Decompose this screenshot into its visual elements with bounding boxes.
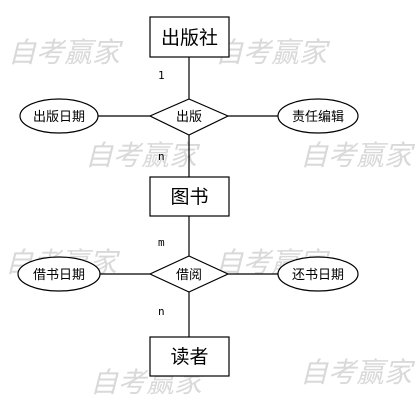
watermark: 自考赢家 <box>300 356 416 389</box>
attribute-ellipse <box>17 256 101 292</box>
attribute-borrow-date: 借书日期 <box>17 256 101 292</box>
entity-reader: 读者 <box>149 336 230 377</box>
cardinality-label: m <box>158 236 165 249</box>
watermark: 自考赢家 <box>300 139 416 172</box>
attribute-ellipse <box>19 98 99 134</box>
relationship-diamond <box>148 98 230 136</box>
attribute-return-date: 还书日期 <box>277 256 359 292</box>
relationship-diamond <box>148 255 230 293</box>
watermark: 自考赢家 <box>85 139 201 172</box>
relationship-label: 借阅 <box>176 268 202 283</box>
cardinality-label: n <box>158 150 165 163</box>
attribute-editor: 责任编辑 <box>277 98 359 134</box>
relationship-publish: 出版 <box>148 98 230 136</box>
relationship-borrow: 借阅 <box>148 255 230 293</box>
connectors <box>98 57 278 337</box>
entity-box <box>149 176 230 217</box>
attribute-label: 还书日期 <box>292 268 344 283</box>
cardinality-label: n <box>158 305 165 318</box>
attribute-publish-date: 出版日期 <box>19 98 99 134</box>
attribute-label: 责任编辑 <box>292 110 344 125</box>
attribute-label: 出版日期 <box>33 110 85 125</box>
attribute-label: 借书日期 <box>33 268 85 283</box>
entity-label: 图书 <box>170 186 208 208</box>
entity-label: 读者 <box>170 346 208 368</box>
entity-label: 出版社 <box>161 27 218 49</box>
entity-publisher: 出版社 <box>149 16 230 58</box>
cardinality-label: 1 <box>158 69 165 82</box>
attribute-ellipse <box>277 98 359 134</box>
relationship-label: 出版 <box>176 110 202 125</box>
entity-box <box>149 16 230 58</box>
watermark: 自考赢家 <box>215 36 331 69</box>
entity-box <box>149 336 230 377</box>
watermark: 自考赢家 <box>8 36 124 69</box>
attribute-ellipse <box>277 256 359 292</box>
entity-book: 图书 <box>149 176 230 217</box>
